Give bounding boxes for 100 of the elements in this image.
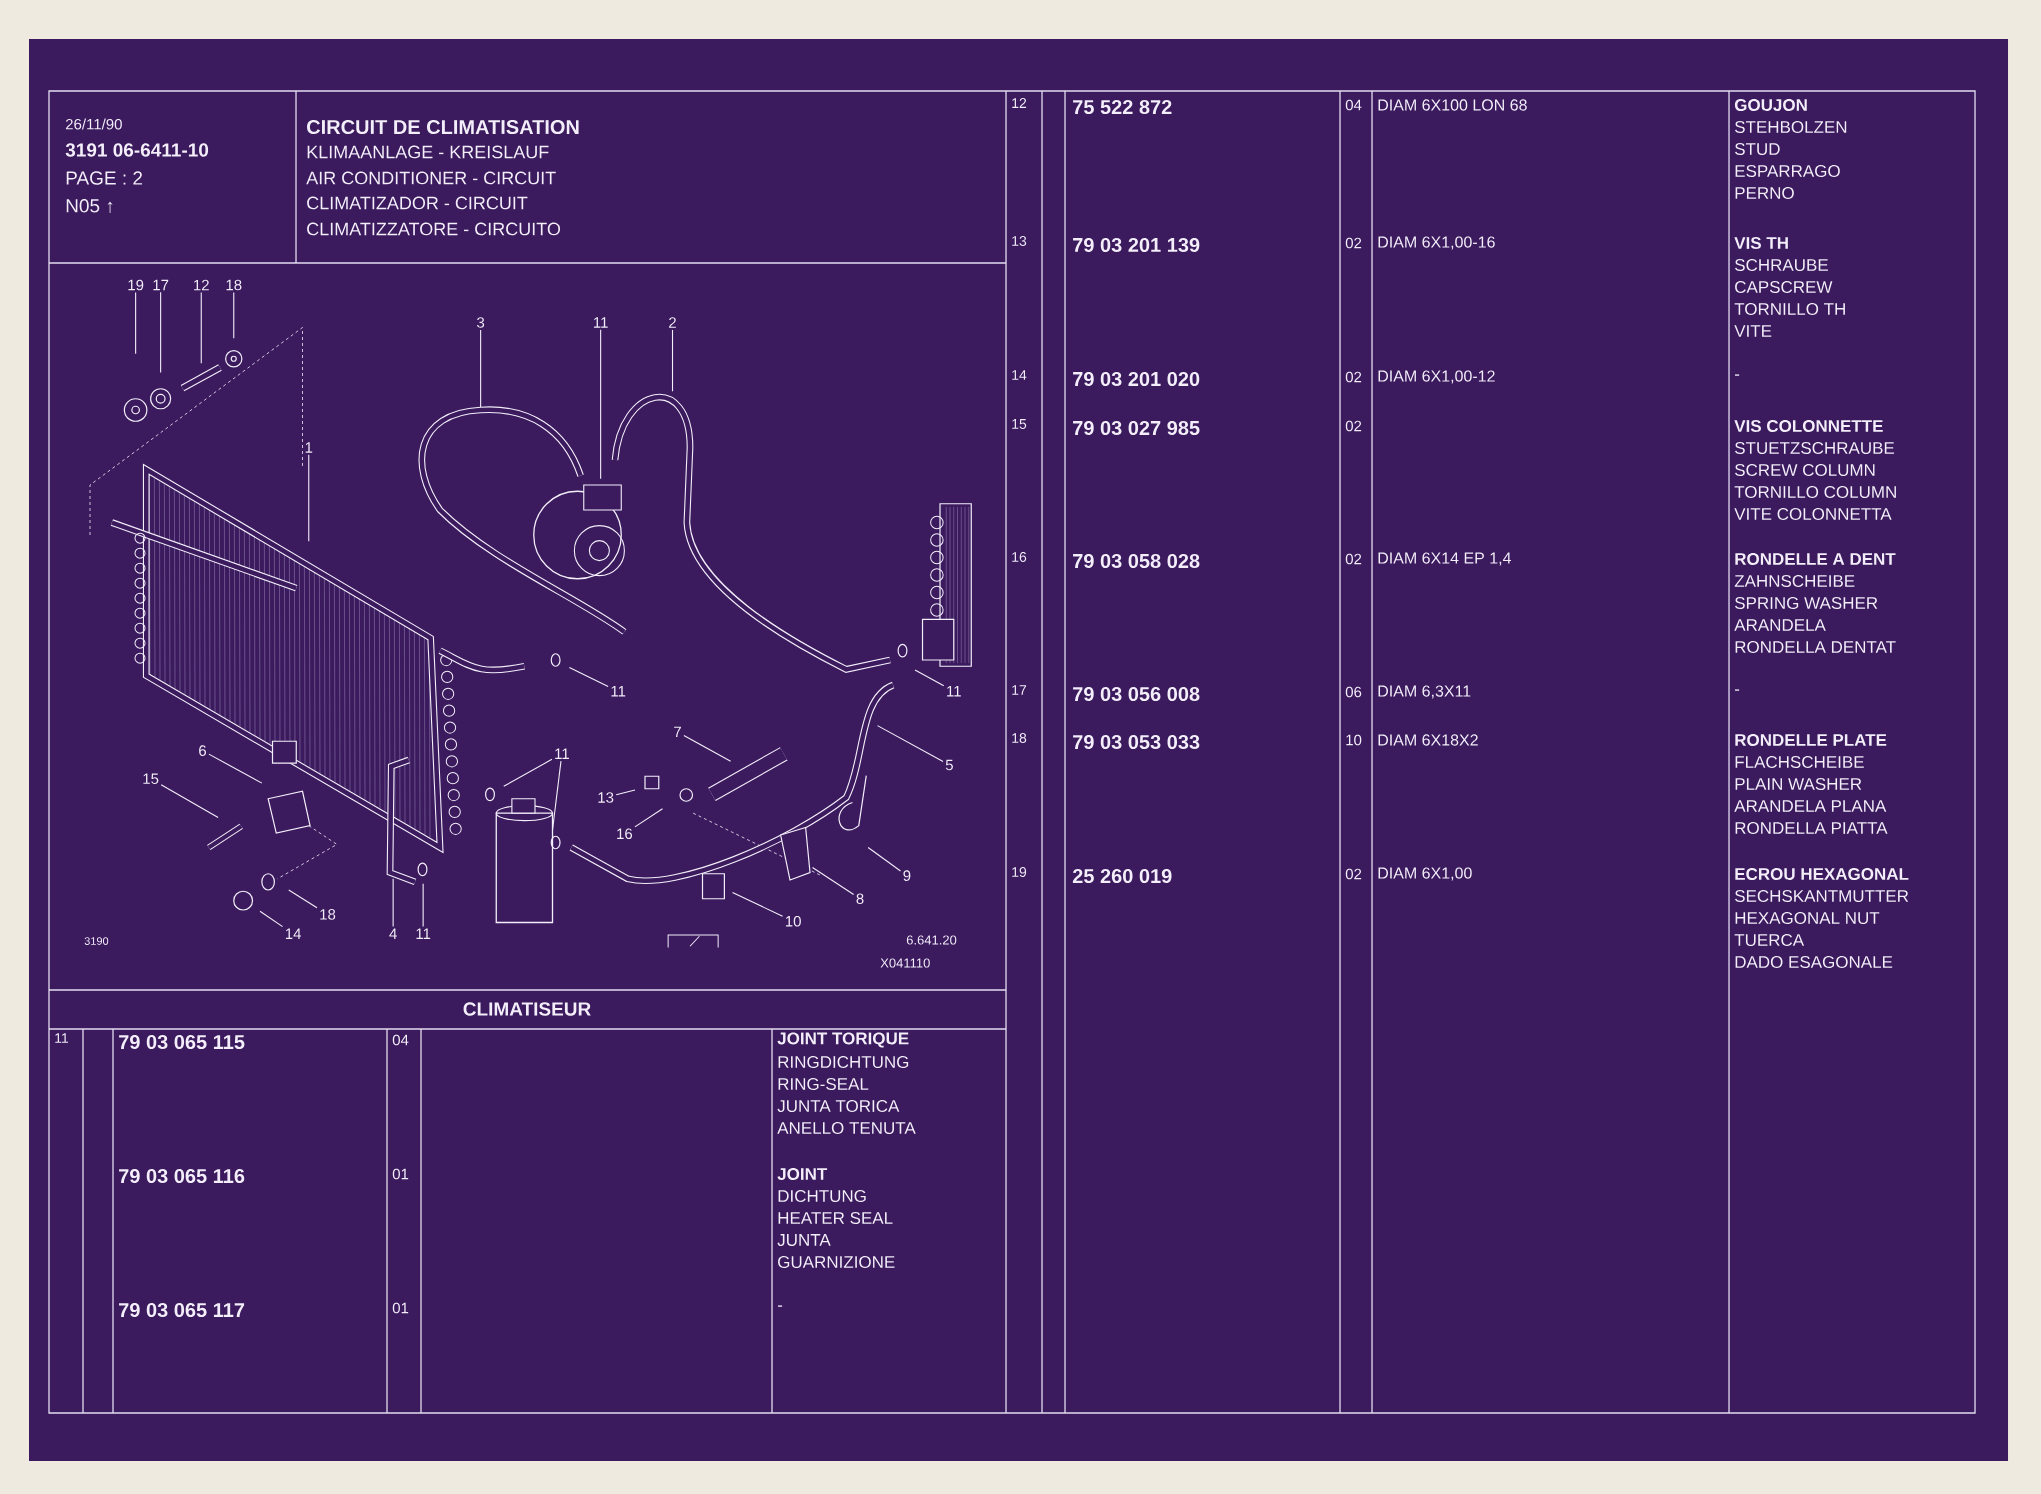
part-translation: RONDELLA PIATTA bbox=[1735, 822, 1888, 835]
part-translation: CAPSCREW bbox=[1735, 281, 1833, 294]
part-translation: TORNILLO TH bbox=[1734, 303, 1845, 316]
callout-number: 18 bbox=[320, 909, 336, 920]
document-number: 3191 06-6411-10 bbox=[65, 143, 209, 157]
part-translation: JUNTA TORICA bbox=[777, 1100, 900, 1113]
quantity-text: 04 bbox=[392, 1034, 409, 1046]
item-number: 12 bbox=[1012, 98, 1027, 108]
item-number: 19 bbox=[1012, 867, 1027, 877]
callout-number: 7 bbox=[674, 726, 681, 738]
part-translation: VITE COLONNETTA bbox=[1734, 508, 1892, 521]
leader-line bbox=[634, 808, 664, 828]
callout-number: 6 bbox=[199, 745, 206, 756]
callout-number: 13 bbox=[598, 792, 614, 803]
quantity-text: 06 bbox=[1345, 686, 1362, 698]
drawing-reference: 3190 bbox=[84, 937, 109, 945]
part-number: 79 03 065 117 bbox=[119, 1302, 245, 1318]
leader-line bbox=[671, 329, 674, 392]
part-translation: ZAHNSCHEIBE bbox=[1734, 575, 1855, 588]
leader-line bbox=[392, 878, 394, 927]
part-translation: ANELLO TENUTA bbox=[777, 1122, 916, 1135]
part-translation: TORNILLO COLUMN bbox=[1734, 486, 1896, 499]
part-number: 75 522 872 bbox=[1073, 99, 1172, 115]
callout-number: 2 bbox=[669, 317, 676, 328]
part-translation: RONDELLA DENTAT bbox=[1735, 641, 1896, 654]
callout-number: 17 bbox=[153, 279, 169, 291]
item-number: 16 bbox=[1012, 552, 1027, 562]
quantity-text: 04 bbox=[1345, 99, 1362, 111]
quantity-text: 02 bbox=[1345, 237, 1362, 249]
part-translation: SCHRAUBE bbox=[1735, 259, 1828, 272]
part-number: 79 03 058 028 bbox=[1073, 553, 1200, 569]
leader-line bbox=[160, 784, 219, 819]
part-translation: VITE bbox=[1734, 325, 1772, 337]
subtitle-text: KLIMAANLAGE - KREISLAUF bbox=[307, 145, 549, 159]
drawing-reference: X041110 bbox=[880, 958, 930, 968]
part-name: - bbox=[777, 1305, 783, 1307]
leader-line bbox=[876, 725, 944, 763]
part-number: 79 03 065 116 bbox=[119, 1168, 245, 1184]
subtitle-text: CLIMATIZZATORE - CIRCUITO bbox=[307, 222, 561, 236]
quantity-text: 01 bbox=[392, 1168, 409, 1180]
dimension-text: DIAM 6X1,00 bbox=[1378, 867, 1472, 881]
callout-number: 19 bbox=[128, 279, 144, 291]
leader-line bbox=[683, 734, 732, 762]
item-number: 15 bbox=[1012, 419, 1027, 429]
callout-number: 11 bbox=[594, 317, 608, 328]
part-translation: SPRING WASHER bbox=[1735, 597, 1878, 610]
title-text: CIRCUIT DE CLIMATISATION bbox=[307, 119, 579, 135]
leader-line bbox=[568, 666, 609, 687]
callout-number: 1 bbox=[305, 442, 313, 453]
callout-number: 16 bbox=[617, 828, 633, 840]
callout-number: 11 bbox=[947, 686, 961, 697]
part-number: 25 260 019 bbox=[1072, 868, 1172, 884]
callout-number: 8 bbox=[856, 893, 864, 905]
callout-number: 14 bbox=[285, 928, 302, 939]
callout-number: 5 bbox=[945, 759, 953, 771]
part-translation: DADO ESAGONALE bbox=[1735, 956, 1893, 969]
part-translation: STUETZSCHRAUBE bbox=[1735, 442, 1895, 455]
callout-number: 9 bbox=[903, 870, 911, 881]
leader-line bbox=[914, 669, 945, 687]
callout-number: 4 bbox=[389, 928, 397, 939]
part-number: 79 03 201 020 bbox=[1073, 371, 1200, 387]
section-heading: CLIMATISEUR bbox=[463, 1002, 591, 1016]
quantity-text: 01 bbox=[392, 1302, 409, 1314]
quantity-text: 02 bbox=[1345, 420, 1362, 432]
quantity-text: 10 bbox=[1346, 734, 1362, 746]
leader-line bbox=[551, 760, 562, 831]
leader-line bbox=[233, 291, 235, 339]
part-name: - bbox=[1735, 374, 1740, 376]
dimension-text: DIAM 6X1,00-12 bbox=[1378, 370, 1495, 384]
quantity-text: 02 bbox=[1345, 868, 1362, 880]
part-translation: JUNTA bbox=[777, 1234, 831, 1246]
part-translation: ARANDELA PLANA bbox=[1734, 800, 1887, 812]
part-name: - bbox=[1735, 689, 1740, 691]
part-translation: HEATER SEAL bbox=[778, 1212, 893, 1225]
callout-number: 3 bbox=[477, 317, 485, 328]
part-translation: SECHSKANTMUTTER bbox=[1735, 890, 1909, 903]
callout-number: 18 bbox=[226, 279, 242, 291]
part-translation: TUERCA bbox=[1734, 934, 1805, 947]
drawing-reference: 6.641.20 bbox=[906, 935, 957, 945]
part-name: RONDELLE PLATE bbox=[1735, 734, 1887, 747]
leader-line bbox=[600, 329, 602, 480]
item-number: 13 bbox=[1012, 236, 1027, 246]
quantity-text: 02 bbox=[1345, 371, 1362, 383]
part-translation: GUARNIZIONE bbox=[778, 1256, 895, 1269]
leader-line bbox=[503, 758, 553, 787]
part-number: 79 03 053 033 bbox=[1073, 734, 1200, 750]
leader-line bbox=[480, 329, 482, 408]
part-number: 79 03 065 115 bbox=[119, 1034, 245, 1050]
part-translation: PERNO bbox=[1735, 187, 1794, 200]
part-translation: RINGDICHTUNG bbox=[778, 1056, 909, 1069]
part-name: VIS COLONNETTE bbox=[1734, 420, 1883, 433]
part-translation: DICHTUNG bbox=[778, 1190, 866, 1203]
part-name: VIS TH bbox=[1734, 237, 1788, 250]
part-translation: SCREW COLUMN bbox=[1735, 464, 1875, 477]
leader-line bbox=[811, 866, 855, 896]
item-number: 11 bbox=[55, 1033, 69, 1043]
part-name: GOUJON bbox=[1734, 99, 1807, 112]
leader-line bbox=[160, 291, 162, 374]
callout-number: 11 bbox=[555, 748, 569, 759]
leader-line bbox=[259, 910, 284, 928]
